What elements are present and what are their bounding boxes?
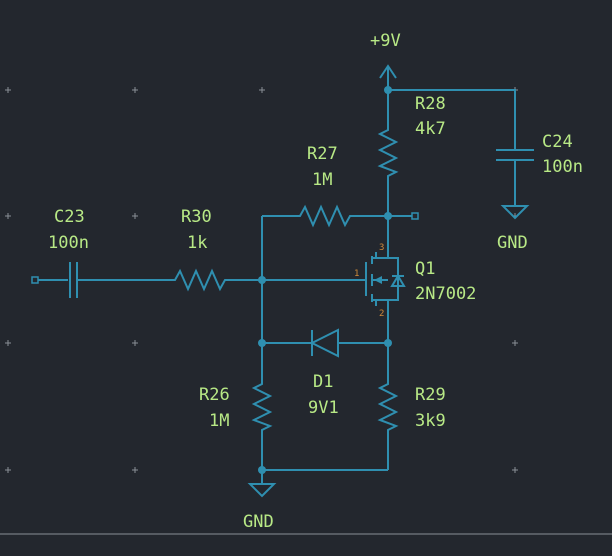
q1-ref: Q1 [415,259,435,279]
wire-r28 [377,90,399,216]
wire-r29 [377,343,399,470]
r27-ref: R27 [307,144,338,164]
c24-value: 100n [542,157,583,177]
q1-arrow [374,276,382,284]
r26-ref: R26 [199,385,230,405]
q1-pin-drain: 3 [379,243,384,253]
wire-vcc-c24 [388,89,516,150]
gnd-label-top: GND [497,233,528,253]
r29-ref: R29 [415,385,446,405]
q1-value: 2N7002 [415,284,476,304]
c23-ref: C23 [54,207,85,227]
r26-value: 1M [209,411,229,431]
junctions [258,86,392,474]
grid-markers [5,87,518,473]
r29-value: 3k9 [415,411,446,431]
gnd-label-bottom: GND [243,512,274,532]
wire-c24-gnd [500,160,530,220]
r28-value: 4k7 [415,119,446,139]
wire-r26 [251,343,273,470]
q1-pin-gate: 1 [354,269,359,279]
wires [38,64,534,498]
q1-pin-source: 2 [379,309,384,319]
wire-r27 [262,204,388,228]
c23-value: 100n [48,233,89,253]
q1-body-diode [388,257,406,301]
d1-symbol [309,328,339,358]
r28-ref: R28 [415,94,446,114]
r27-value: 1M [312,170,332,190]
r30-ref: R30 [181,207,212,227]
r30-value: 1k [187,233,207,253]
power-label: +9V [370,31,401,51]
c24-ref: C24 [542,132,573,152]
d1-value: 9V1 [308,398,339,418]
d1-ref: D1 [313,372,333,392]
terminals [31,212,419,284]
wire-c23-r30 [77,268,262,292]
